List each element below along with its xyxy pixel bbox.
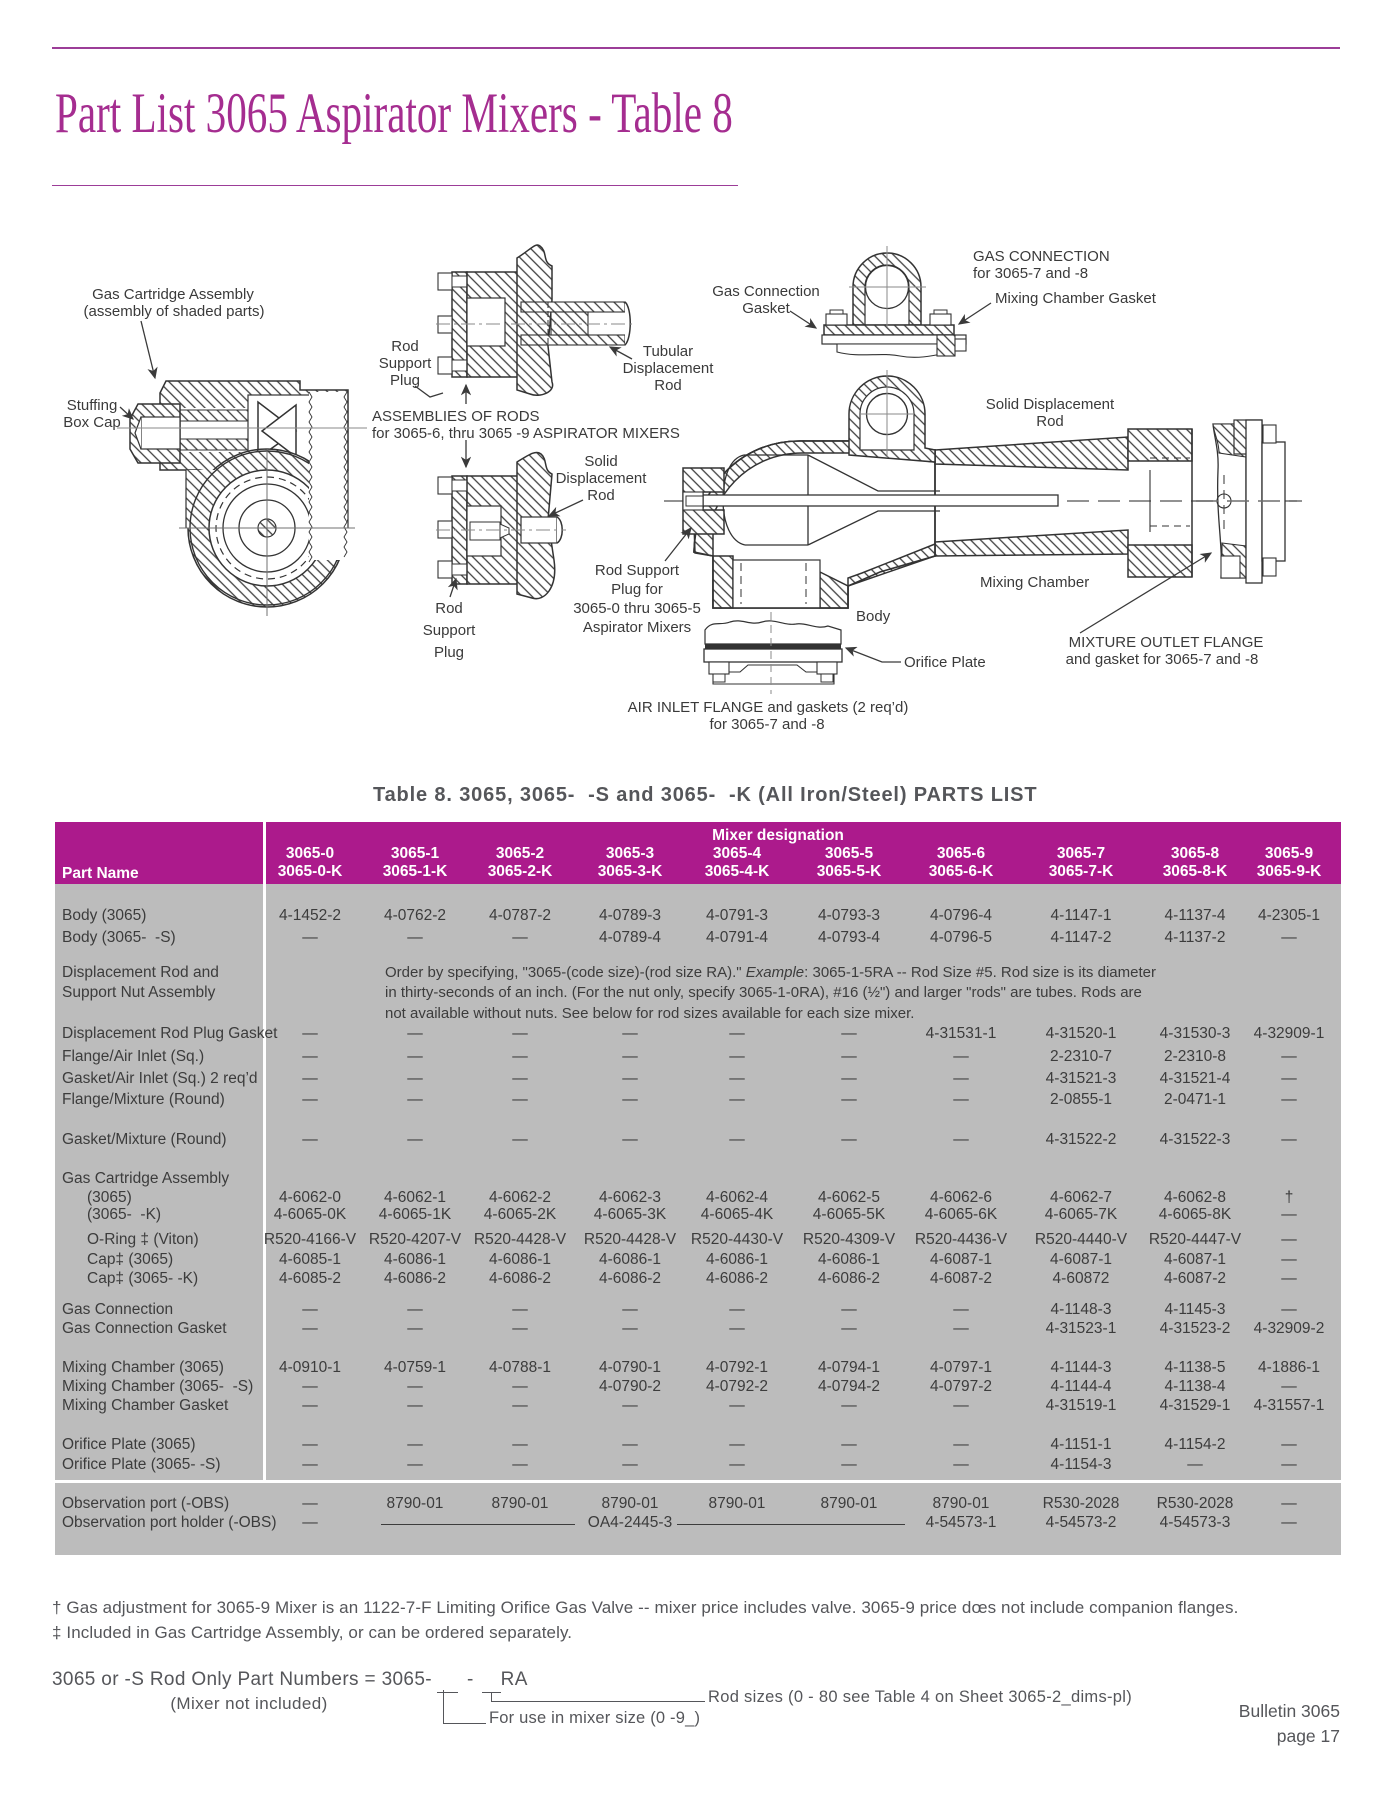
svg-text:Body: Body [856, 608, 891, 625]
svg-text:Plug: Plug [434, 644, 464, 661]
svg-text:for 3065-6, thru 3065 -9 ASPIR: for 3065-6, thru 3065 -9 ASPIRATOR MIXER… [372, 425, 680, 442]
svg-text:Solid Displacement: Solid Displacement [986, 396, 1115, 413]
svg-text:Solid: Solid [584, 453, 617, 470]
svg-text:Rod: Rod [1036, 413, 1064, 430]
svg-text:Stuffing: Stuffing [67, 397, 118, 414]
svg-text:Rod: Rod [391, 338, 419, 355]
svg-text:Gas Cartridge Assembly: Gas Cartridge Assembly [92, 286, 254, 303]
svg-text:ASSEMBLIES OF RODS: ASSEMBLIES OF RODS [372, 408, 540, 425]
svg-text:Rod: Rod [654, 377, 682, 394]
svg-text:3065-0 thru 3065-5: 3065-0 thru 3065-5 [573, 600, 701, 617]
svg-text:Rod Support: Rod Support [595, 562, 680, 579]
svg-text:(assembly of shaded parts): (assembly of shaded parts) [84, 303, 265, 320]
svg-text:Plug for: Plug for [611, 581, 663, 598]
svg-text:Orifice Plate: Orifice Plate [904, 654, 986, 671]
svg-text:Box Cap: Box Cap [63, 414, 121, 431]
svg-text:Support: Support [423, 622, 476, 639]
svg-text:and gasket for 3065-7 and -8: and gasket for 3065-7 and -8 [1066, 651, 1259, 668]
svg-text:Mixing Chamber Gasket: Mixing Chamber Gasket [995, 290, 1157, 307]
svg-text:GAS CONNECTION: GAS CONNECTION [973, 248, 1110, 265]
svg-text:for 3065-7 and -8: for 3065-7 and -8 [973, 265, 1088, 282]
svg-text:Tubular: Tubular [643, 343, 693, 360]
svg-text:AIR INLET FLANGE and gaskets (: AIR INLET FLANGE and gaskets (2 req’d) [628, 699, 909, 716]
svg-text:Support: Support [379, 355, 432, 372]
svg-text:Aspirator Mixers: Aspirator Mixers [583, 619, 691, 636]
svg-text:Displacement: Displacement [556, 470, 648, 487]
svg-text:for 3065-7 and -8: for 3065-7 and -8 [709, 716, 824, 733]
svg-text:Mixing Chamber: Mixing Chamber [980, 574, 1089, 591]
svg-text:Rod: Rod [435, 600, 463, 617]
svg-text:Gas Connection: Gas Connection [712, 283, 820, 300]
svg-text:Gasket: Gasket [742, 300, 790, 317]
svg-text:MIXTURE OUTLET FLANGE: MIXTURE OUTLET FLANGE [1069, 634, 1264, 651]
svg-text:Displacement: Displacement [623, 360, 715, 377]
svg-text:Rod: Rod [587, 487, 615, 504]
svg-text:Plug: Plug [390, 372, 420, 389]
